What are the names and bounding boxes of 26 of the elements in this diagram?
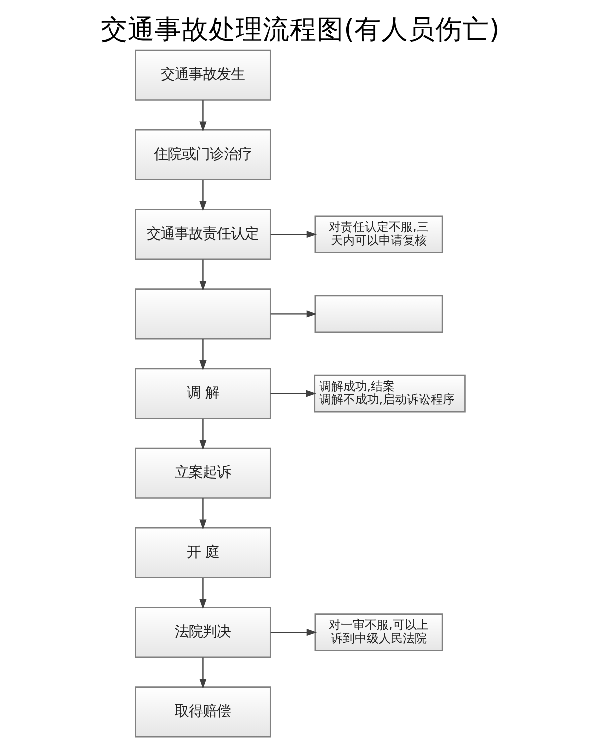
arrow [199, 418, 206, 450]
node-box: 交通事故责任认定 [134, 209, 271, 260]
arrow [199, 260, 206, 292]
arrow [199, 100, 206, 132]
node-box: 法院判决 [134, 607, 271, 658]
node-box: 调 解 [134, 368, 271, 420]
node-box: 取得赔偿 [134, 686, 271, 738]
node-box: 对一审不服,可以上诉到中级人民法院 [314, 614, 443, 652]
arrow [199, 180, 206, 212]
node-box: 对责任认定不服,三天内可以申请复核 [314, 216, 443, 254]
arrow [199, 578, 206, 610]
arrow [199, 658, 206, 690]
node-box: 交通事故发生 [134, 50, 271, 101]
node-box: 立案起诉 [134, 448, 271, 499]
arrow [199, 498, 206, 530]
node-box: 住院或门诊治疗 [134, 129, 271, 181]
diagram-title: 交通事故处理流程图(有人员伤亡) [100, 14, 500, 46]
node-box: 调解成功,结案 调解不成功,启动诉讼程序 [314, 374, 466, 413]
arrow [270, 310, 317, 318]
arrow [270, 231, 317, 238]
arrow [270, 629, 317, 636]
node-box [134, 288, 271, 340]
node-box [314, 295, 443, 334]
arrow [199, 339, 206, 371]
node-box: 开 庭 [134, 527, 271, 579]
arrow [270, 390, 316, 398]
